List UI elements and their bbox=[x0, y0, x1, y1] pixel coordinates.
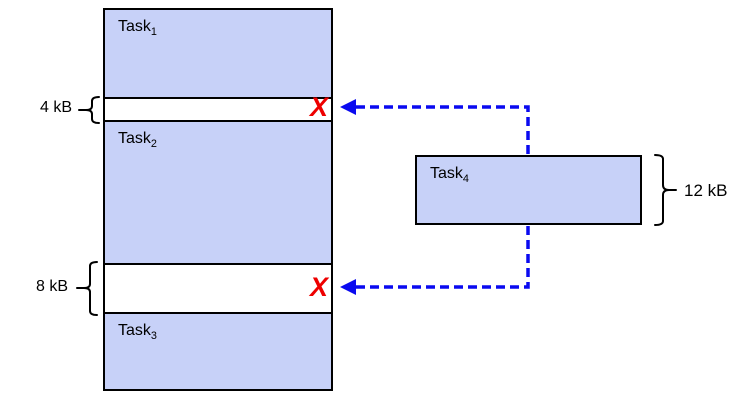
brace-12kb bbox=[654, 154, 677, 226]
brace-4kb bbox=[78, 96, 100, 124]
task3-block: Task3 bbox=[103, 312, 333, 391]
task3-label: Task3 bbox=[118, 322, 157, 343]
task2-label: Task2 bbox=[118, 130, 157, 151]
arrow-to-4kb-gap bbox=[351, 105, 530, 154]
x-mark-icon-8kb: X bbox=[309, 272, 328, 302]
arrowhead-8kb-icon bbox=[340, 279, 356, 295]
gap-8kb-size-label: 8 kB bbox=[35, 278, 68, 295]
brace-8kb bbox=[76, 261, 98, 316]
task1-label: Task1 bbox=[118, 18, 157, 39]
task4-block: Task4 bbox=[415, 155, 642, 225]
task4-size-label: 12 kB bbox=[684, 181, 728, 200]
arrowhead-4kb-icon bbox=[340, 99, 356, 115]
arrow-to-8kb-gap bbox=[351, 226, 530, 289]
task4-label: Task4 bbox=[430, 165, 469, 186]
task1-block: Task1 bbox=[103, 8, 333, 99]
gap-4kb-size-label: 4 kB bbox=[39, 99, 72, 116]
x-mark-icon-4kb: X bbox=[309, 92, 328, 122]
gap-8kb bbox=[103, 263, 333, 314]
task2-block: Task2 bbox=[103, 120, 333, 265]
